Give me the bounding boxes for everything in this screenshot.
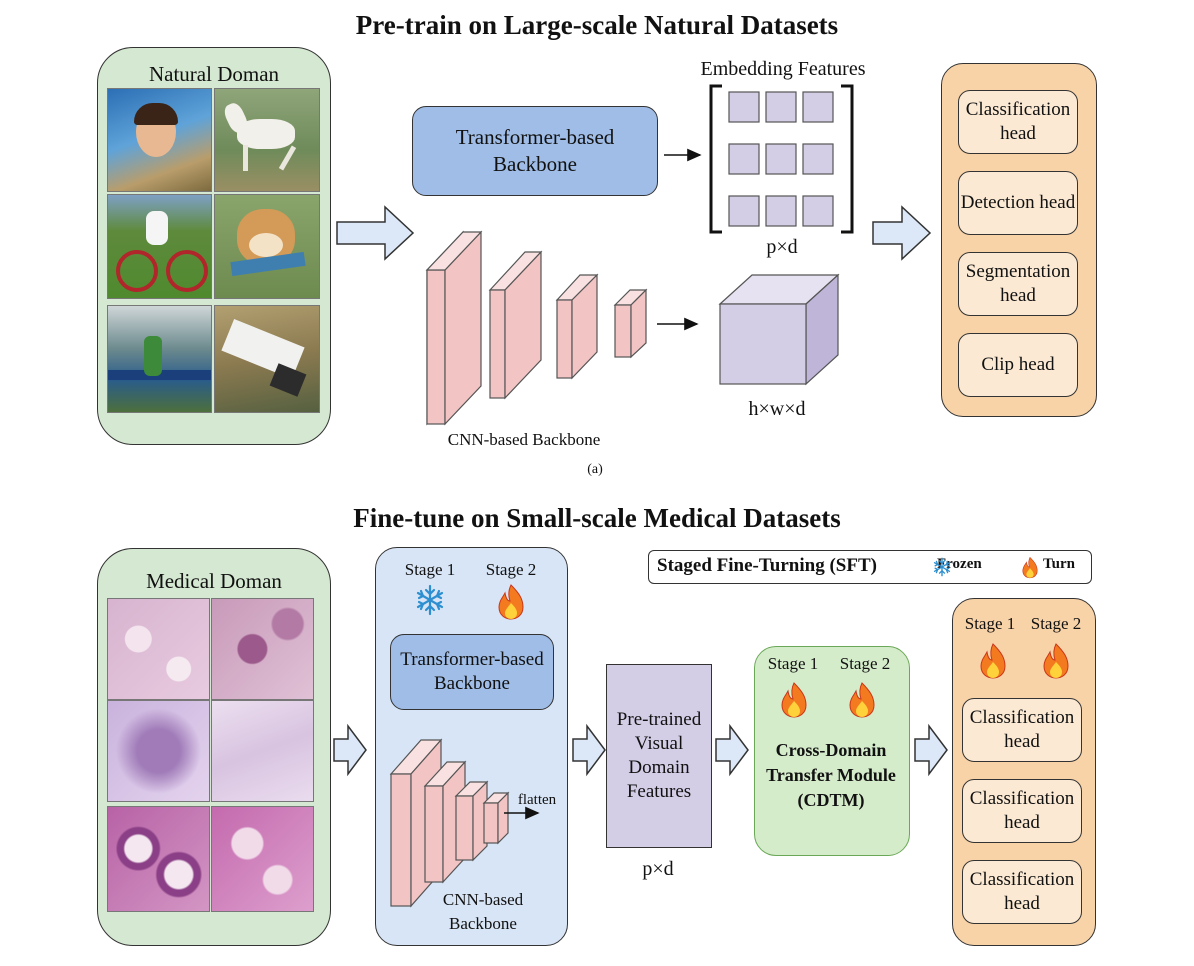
cnn-backbone-bottom-label: CNN-based Backbone xyxy=(442,890,524,933)
cdtm-stage2-label: Stage 2 xyxy=(839,654,891,673)
dog-photo xyxy=(214,194,320,299)
classification-head-2: Classification head xyxy=(962,779,1082,843)
histology-image-3 xyxy=(107,700,210,802)
embedding-bracket-right xyxy=(841,84,854,234)
cnn-backbone-top-label: CNN-based Backbone xyxy=(447,430,601,449)
flame-icon xyxy=(980,643,1006,679)
flame-icon xyxy=(1043,643,1069,679)
classification-head-1: Classification head xyxy=(962,698,1082,762)
backbone-stage1-label: Stage 1 xyxy=(404,560,456,579)
embedding-features-label: Embedding Features xyxy=(700,58,866,80)
legend-turn-label: Turn xyxy=(1043,556,1075,572)
feature-cube xyxy=(718,273,840,386)
billboard-photo xyxy=(107,88,212,192)
block-arrow-features xyxy=(572,723,606,777)
sft-legend: Staged Fine-Turning (SFT) Frozen Turn xyxy=(648,550,1092,584)
truck-photo xyxy=(214,305,320,413)
block-arrow-heads-bottom xyxy=(914,723,948,777)
flame-icon xyxy=(781,682,807,718)
classification-head-3: Classification head xyxy=(962,860,1082,924)
detection-head: Detection head xyxy=(958,171,1078,235)
embedding-grid xyxy=(728,91,834,227)
histology-image-6 xyxy=(211,806,314,912)
embedding-dims-label: p×d xyxy=(766,236,798,258)
clip-head: Clip head xyxy=(958,333,1078,397)
histology-image-2 xyxy=(211,598,314,700)
sft-legend-title: Staged Fine-Turning (SFT) xyxy=(657,555,877,576)
block-arrow-natural xyxy=(336,205,415,261)
cdtm-panel xyxy=(754,646,910,856)
legend-flame-icon xyxy=(1022,557,1038,579)
finetune-title: Fine-tune on Small-scale Medical Dataset… xyxy=(353,503,841,533)
natural-panel-title: Natural Doman xyxy=(148,62,280,86)
cnn-slabs-bottom xyxy=(389,738,510,908)
table-tennis-photo xyxy=(107,305,212,413)
block-arrow-medical xyxy=(333,723,367,777)
segmentation-head: Segmentation head xyxy=(958,252,1078,316)
legend-snowflake-icon xyxy=(933,557,951,577)
block-arrow-cdtm xyxy=(715,723,749,777)
embedding-bracket-left xyxy=(709,84,722,234)
transformer-backbone-top: Transformer-based Backbone xyxy=(412,106,658,196)
backbone-stage2-label: Stage 2 xyxy=(485,560,537,579)
cyclist-photo xyxy=(107,194,212,299)
cdtm-label: Cross-Domain Transfer Module (CDTM) xyxy=(766,740,896,810)
pretrain-title: Pre-train on Large-scale Natural Dataset… xyxy=(355,10,839,40)
cube-dims-label: h×w×d xyxy=(748,398,806,420)
flatten-label: flatten xyxy=(517,792,557,808)
cdtm-stage1-label: Stage 1 xyxy=(767,654,819,673)
caption-a: (a) xyxy=(587,462,603,477)
horse-photo xyxy=(214,88,320,192)
flame-icon xyxy=(849,682,875,718)
snowflake-icon xyxy=(416,584,444,616)
classification-head-top: Classification head xyxy=(958,90,1078,154)
heads-stage2-label: Stage 2 xyxy=(1030,614,1082,633)
pretrained-features-box: Pre-trained Visual Domain Features xyxy=(606,664,712,848)
cnn-slabs-top xyxy=(425,230,648,426)
flame-icon xyxy=(498,584,524,620)
histology-image-5 xyxy=(107,806,210,912)
transformer-backbone-bottom: Transformer-based Backbone xyxy=(390,634,554,710)
block-arrow-heads xyxy=(872,205,932,261)
heads-stage1-label: Stage 1 xyxy=(964,614,1016,633)
histology-image-1 xyxy=(107,598,210,700)
medical-panel-title: Medical Doman xyxy=(146,569,282,593)
features-dims-label: p×d xyxy=(642,858,674,880)
histology-image-4 xyxy=(211,700,314,802)
